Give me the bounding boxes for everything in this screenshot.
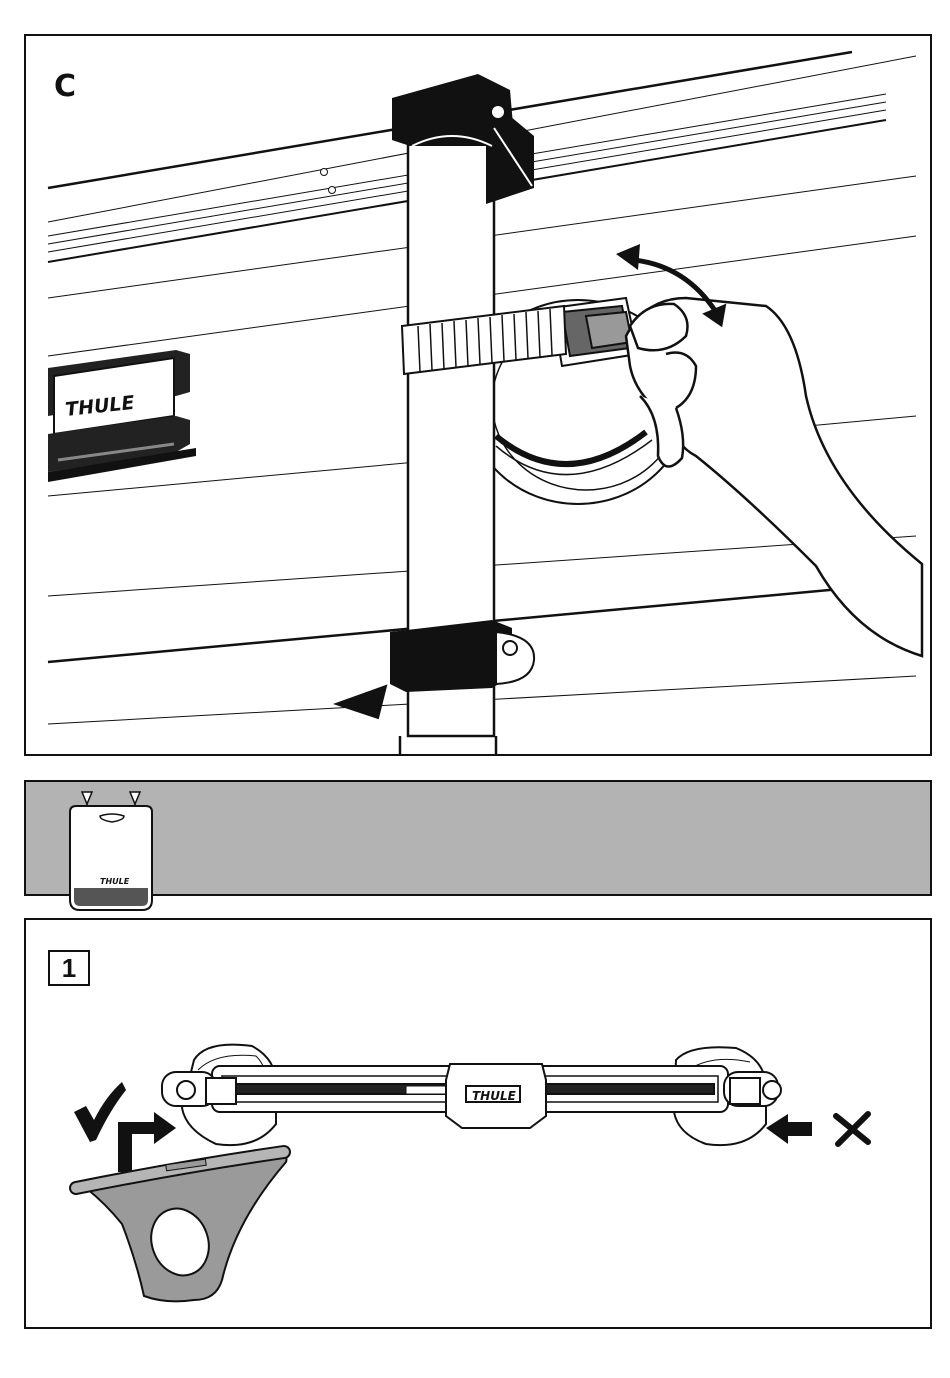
step-1-illustration: THULE bbox=[26, 920, 930, 1327]
step-c-label: C bbox=[54, 69, 76, 104]
thule-logo-pouch: THULE bbox=[100, 877, 130, 886]
thule-logo-carrier: THULE bbox=[472, 1089, 517, 1103]
left-arrow-icon bbox=[766, 1114, 812, 1144]
thule-bar-holder: THULE bbox=[48, 350, 196, 482]
bent-arrow-icon bbox=[118, 1112, 176, 1172]
storage-pouch-panel: THULE bbox=[24, 780, 932, 896]
hand-illustration bbox=[626, 298, 922, 656]
wheel-holder-part bbox=[76, 1152, 287, 1301]
storage-pouch-illustration: THULE bbox=[26, 782, 930, 912]
step-c-illustration: THULE bbox=[26, 36, 930, 754]
cross-icon bbox=[836, 1114, 868, 1144]
step-c-panel: THULE bbox=[24, 34, 932, 756]
step-1-panel: 1 THULE bbox=[24, 918, 932, 1329]
